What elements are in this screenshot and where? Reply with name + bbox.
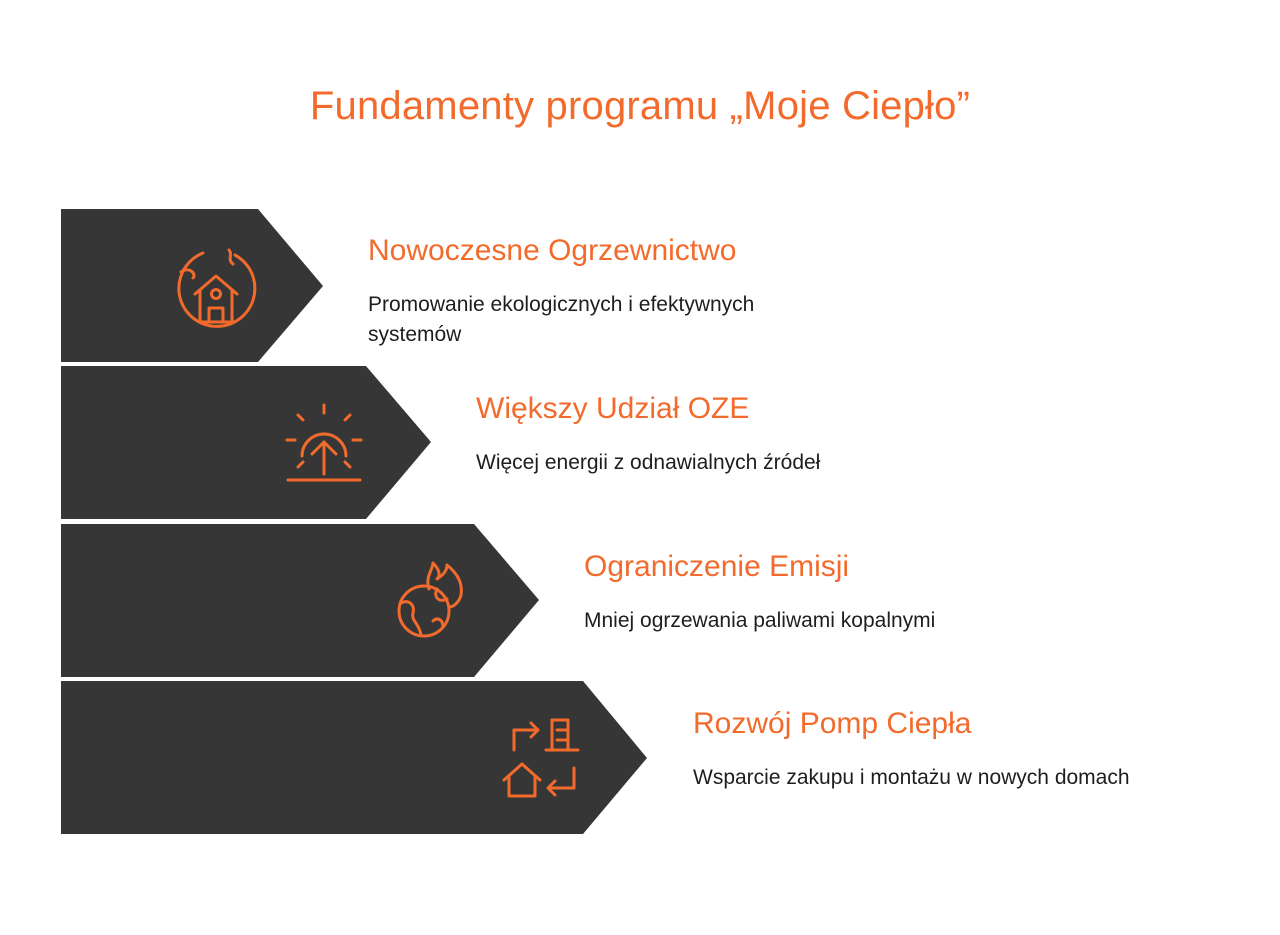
house-heat-exchange-icon xyxy=(502,718,580,798)
step-2-description: Więcej energii z odnawialnych źródeł xyxy=(476,451,821,474)
step-1-description: Promowanie ekologicznych i efektywnych s… xyxy=(368,293,755,346)
step-3-description: Mniej ogrzewania paliwami kopalnymi xyxy=(584,609,936,632)
eco-house-icon xyxy=(177,248,257,328)
step-3-heading: Ograniczenie Emisji xyxy=(584,550,850,583)
step-4-heading: Rozwój Pomp Ciepła xyxy=(693,707,972,740)
sunrise-icon xyxy=(285,403,363,482)
diagram-title: Fundamenty programu „Moje Ciepło” xyxy=(309,84,971,128)
burning-globe-icon xyxy=(397,561,463,638)
step-2-heading: Większy Udział OZE xyxy=(476,392,750,425)
step-4-description: Wsparcie zakupu i montażu w nowych domac… xyxy=(693,766,1130,789)
step-1-heading: Nowoczesne Ogrzewnictwo xyxy=(368,234,737,267)
